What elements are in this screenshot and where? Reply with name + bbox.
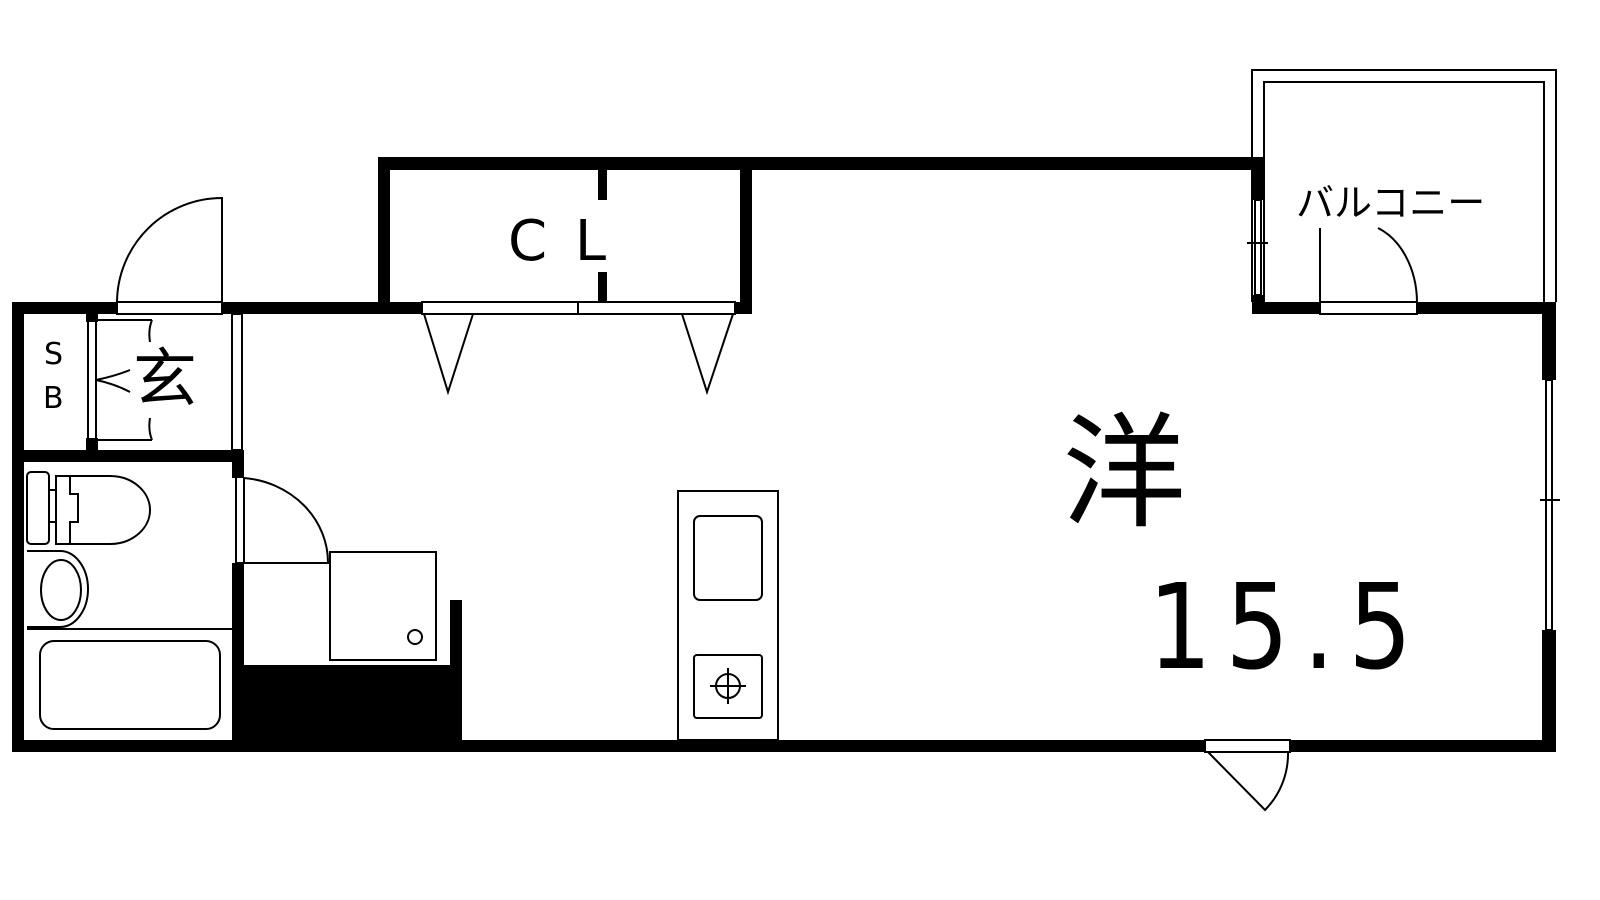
toilet — [26, 471, 151, 545]
balcony-label: バルコニー — [1296, 181, 1486, 225]
sink — [693, 515, 763, 601]
washbasin — [27, 550, 89, 628]
entrance-step — [231, 313, 243, 451]
bathtub — [39, 640, 221, 730]
entrance-door-sill — [116, 301, 223, 315]
bathroom-door — [235, 476, 330, 564]
walls — [12, 157, 1556, 752]
shoe-box-door — [95, 319, 153, 441]
shoe-box-label-b: B — [43, 381, 64, 416]
closet-door-left — [423, 313, 474, 396]
washer-pan — [329, 551, 437, 661]
balcony-door — [1319, 227, 1418, 303]
bottom-door — [1207, 751, 1290, 812]
stove — [693, 654, 763, 719]
room-size: 15.5 — [1148, 558, 1426, 696]
closet-door-right — [681, 313, 734, 396]
room-window — [1545, 379, 1553, 631]
balcony-window — [1254, 199, 1262, 296]
room-label: 洋 — [1062, 402, 1187, 546]
closet-label: C L — [508, 209, 607, 274]
entrance-door-leaf — [116, 196, 223, 303]
entrance-label: 玄 — [133, 343, 197, 417]
shoe-box-label-s: S — [44, 337, 64, 372]
